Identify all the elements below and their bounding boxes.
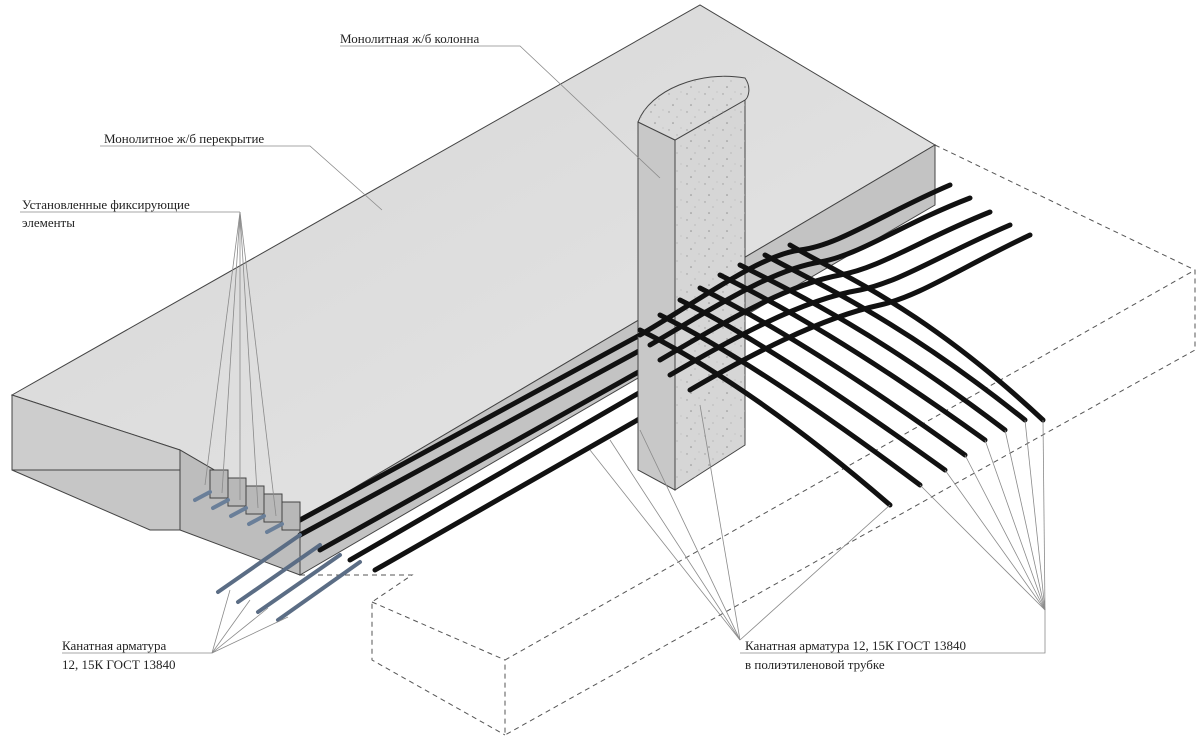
slab-cut-left — [11, 469, 181, 531]
label-anchors-line1: Установленные фиксирующие — [22, 197, 190, 212]
strands-grid — [637, 182, 1046, 508]
label-strand-left-line2: 12, 15К ГОСТ 13840 — [62, 657, 176, 672]
column-left-face — [637, 121, 676, 491]
strand-cross-1 — [637, 327, 893, 508]
strands-left-run — [297, 332, 693, 573]
label-anchors-line2: элементы — [22, 215, 75, 230]
strand-cross-3 — [677, 297, 948, 473]
label-strand-right-line2: в полиэтиленовой трубке — [745, 657, 885, 672]
label-column: Монолитная ж/б колонна — [340, 31, 480, 46]
anchorage-elements — [193, 469, 362, 622]
strand-cross-6 — [737, 262, 1008, 433]
label-slab: Монолитное ж/б перекрытие — [104, 131, 265, 146]
strand-cross-8 — [787, 242, 1046, 423]
monolithic-column — [637, 75, 750, 491]
strand-cross-5 — [717, 272, 988, 443]
dashed-slab-outline — [300, 144, 1196, 736]
strand-grid-4 — [667, 222, 1013, 378]
label-strand-right-line1: Канатная арматура 12, 15К ГОСТ 13840 — [745, 638, 966, 653]
strand-cross-4 — [697, 285, 968, 458]
leader-lines — [20, 45, 1046, 654]
label-strand-left-line1: Канатная арматура — [62, 638, 167, 653]
strand-cross-7 — [762, 252, 1028, 423]
strand-cross-2 — [657, 312, 923, 488]
